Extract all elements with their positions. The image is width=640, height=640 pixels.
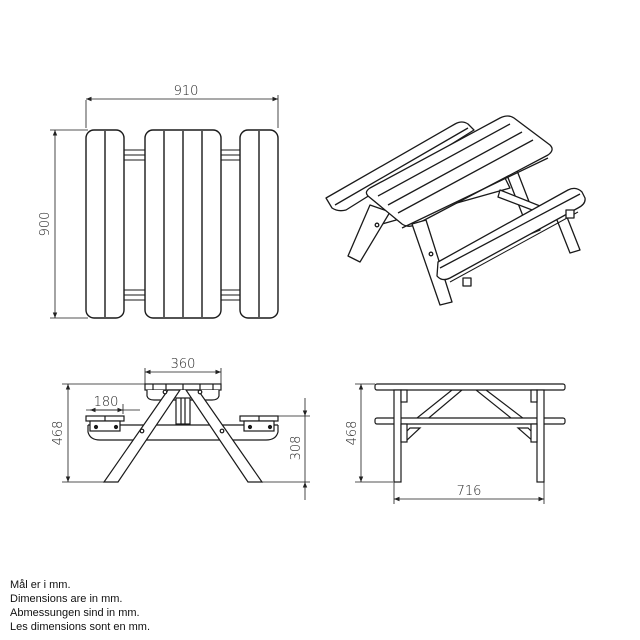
isometric-view [325, 115, 586, 306]
side-right-leg [184, 389, 264, 483]
side-center-post [175, 397, 191, 425]
iso-left-bench [325, 121, 475, 212]
note-german: Abmessungen sind in mm. [10, 607, 140, 619]
dimension-leg-span-716 [393, 482, 545, 504]
dimension-label-716: 716 [457, 484, 482, 499]
dimension-bench-180 [86, 404, 140, 414]
top-left-bench [85, 129, 125, 319]
dimension-height-468-front [355, 383, 393, 483]
dimension-label-900: 900 [38, 212, 53, 237]
units-notes: Mål er i mm. Dimensions are in mm. Abmes… [10, 578, 150, 634]
front-legs [393, 389, 545, 483]
dimension-width-910 [85, 95, 279, 128]
side-left-bench [85, 415, 125, 432]
note-english: Dimensions are in mm. [10, 593, 123, 605]
iso-tabletop [365, 115, 553, 229]
dimension-label-910: 910 [174, 84, 199, 99]
dimension-label-468-side: 468 [51, 421, 66, 446]
dimension-label-180: 180 [94, 395, 119, 410]
dimension-tabletop-360 [144, 368, 222, 384]
dimension-label-468-front: 468 [345, 421, 360, 446]
top-tabletop [144, 129, 222, 319]
top-view: 910 900 [38, 84, 279, 319]
side-right-bench [239, 415, 279, 432]
note-norwegian: Mål er i mm. [10, 579, 71, 591]
front-bench [374, 417, 566, 425]
note-french: Les dimensions sont en mm. [10, 621, 151, 633]
iso-right-bench [436, 187, 586, 287]
dimension-label-360: 360 [171, 357, 196, 372]
side-left-leg [102, 389, 182, 483]
top-right-bench [239, 129, 279, 319]
dimension-label-308: 308 [289, 436, 304, 461]
front-view: 468 716 [345, 383, 566, 504]
side-view: 360 180 468 308 [51, 357, 310, 500]
dimension-depth-900 [50, 129, 88, 319]
front-tabletop [374, 383, 566, 391]
dimension-height-468-side [62, 383, 146, 483]
top-cross-rails [124, 149, 240, 301]
